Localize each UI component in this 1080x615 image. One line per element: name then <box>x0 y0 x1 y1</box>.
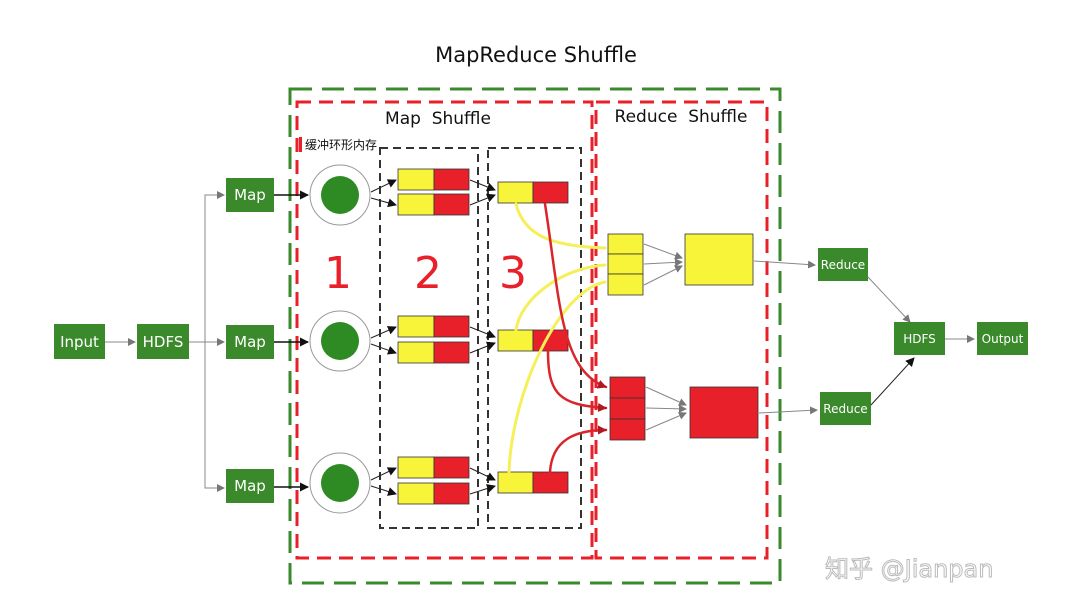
map-node-3: Map <box>226 469 274 503</box>
reduce-input-stack-1 <box>607 233 644 296</box>
ring-buffer-3 <box>309 452 371 514</box>
reduce-node-1-label: Reduce <box>821 258 865 272</box>
reduce-merged-block-1 <box>684 233 754 286</box>
ring-buffer-1 <box>309 164 371 226</box>
hdfs-input-node: HDFS <box>137 324 189 359</box>
stage-number-1: 1 <box>324 248 352 299</box>
spill-arrows <box>370 179 397 496</box>
stage-number-3: 3 <box>499 248 527 299</box>
reduce-shuffle-label: Reduce Shuffle <box>615 107 748 127</box>
map-node-1-label: Map <box>234 186 266 204</box>
reduce-merge-arrows <box>643 243 687 431</box>
map-node-3-label: Map <box>234 477 266 495</box>
buffer-label: 缓冲环形内存 <box>305 137 377 152</box>
arrow-block2-reduce <box>758 406 818 415</box>
spill-group-3 <box>397 456 470 505</box>
map-node-1: Map <box>226 178 274 212</box>
reduce-node-2-label: Reduce <box>823 402 867 416</box>
arrow-reduce1-hdfs <box>867 276 911 323</box>
red-shuffle-curves <box>543 202 608 474</box>
reduce-merged-block-2 <box>689 386 759 439</box>
input-node-label: Input <box>60 333 99 351</box>
map-node-2-label: Map <box>234 333 266 351</box>
arrow-reduce2-hdfs <box>870 357 915 406</box>
merge-arrows <box>469 179 496 495</box>
ring-buffer-2 <box>309 310 371 372</box>
hdfs-output-node: HDFS <box>894 322 945 355</box>
hdfs-input-node-label: HDFS <box>143 333 184 351</box>
map-shuffle-label: Map Shuffle <box>385 109 491 129</box>
arrow-hdfs-map-1 <box>204 191 225 342</box>
reduce-node-1: Reduce <box>818 248 868 281</box>
input-node: Input <box>54 324 105 359</box>
reduce-shuffle-box <box>594 100 769 560</box>
merged-file-1 <box>497 181 569 204</box>
spill-group-2 <box>397 315 470 364</box>
arrow-block1-reduce <box>753 260 816 269</box>
output-node-label: Output <box>982 332 1024 346</box>
diagram-title: MapReduce Shuffle <box>435 43 637 67</box>
reduce-node-2: Reduce <box>820 392 871 425</box>
merged-file-3 <box>497 471 569 494</box>
watermark: 知乎 @Jianpan <box>825 555 993 583</box>
arrow-hdfs-map-3 <box>204 342 225 492</box>
output-node: Output <box>977 322 1028 355</box>
stage-2-box <box>379 147 479 529</box>
shuffle-outer-box <box>288 87 782 585</box>
hdfs-output-node-label: HDFS <box>903 332 936 346</box>
stage-number-2: 2 <box>414 248 442 299</box>
merged-file-2 <box>497 329 569 352</box>
reduce-input-stack-2 <box>609 376 646 441</box>
buffer-label-marker <box>299 137 302 152</box>
yellow-shuffle-curves <box>507 202 607 474</box>
map-node-2: Map <box>226 325 274 359</box>
spill-group-1 <box>397 168 470 216</box>
